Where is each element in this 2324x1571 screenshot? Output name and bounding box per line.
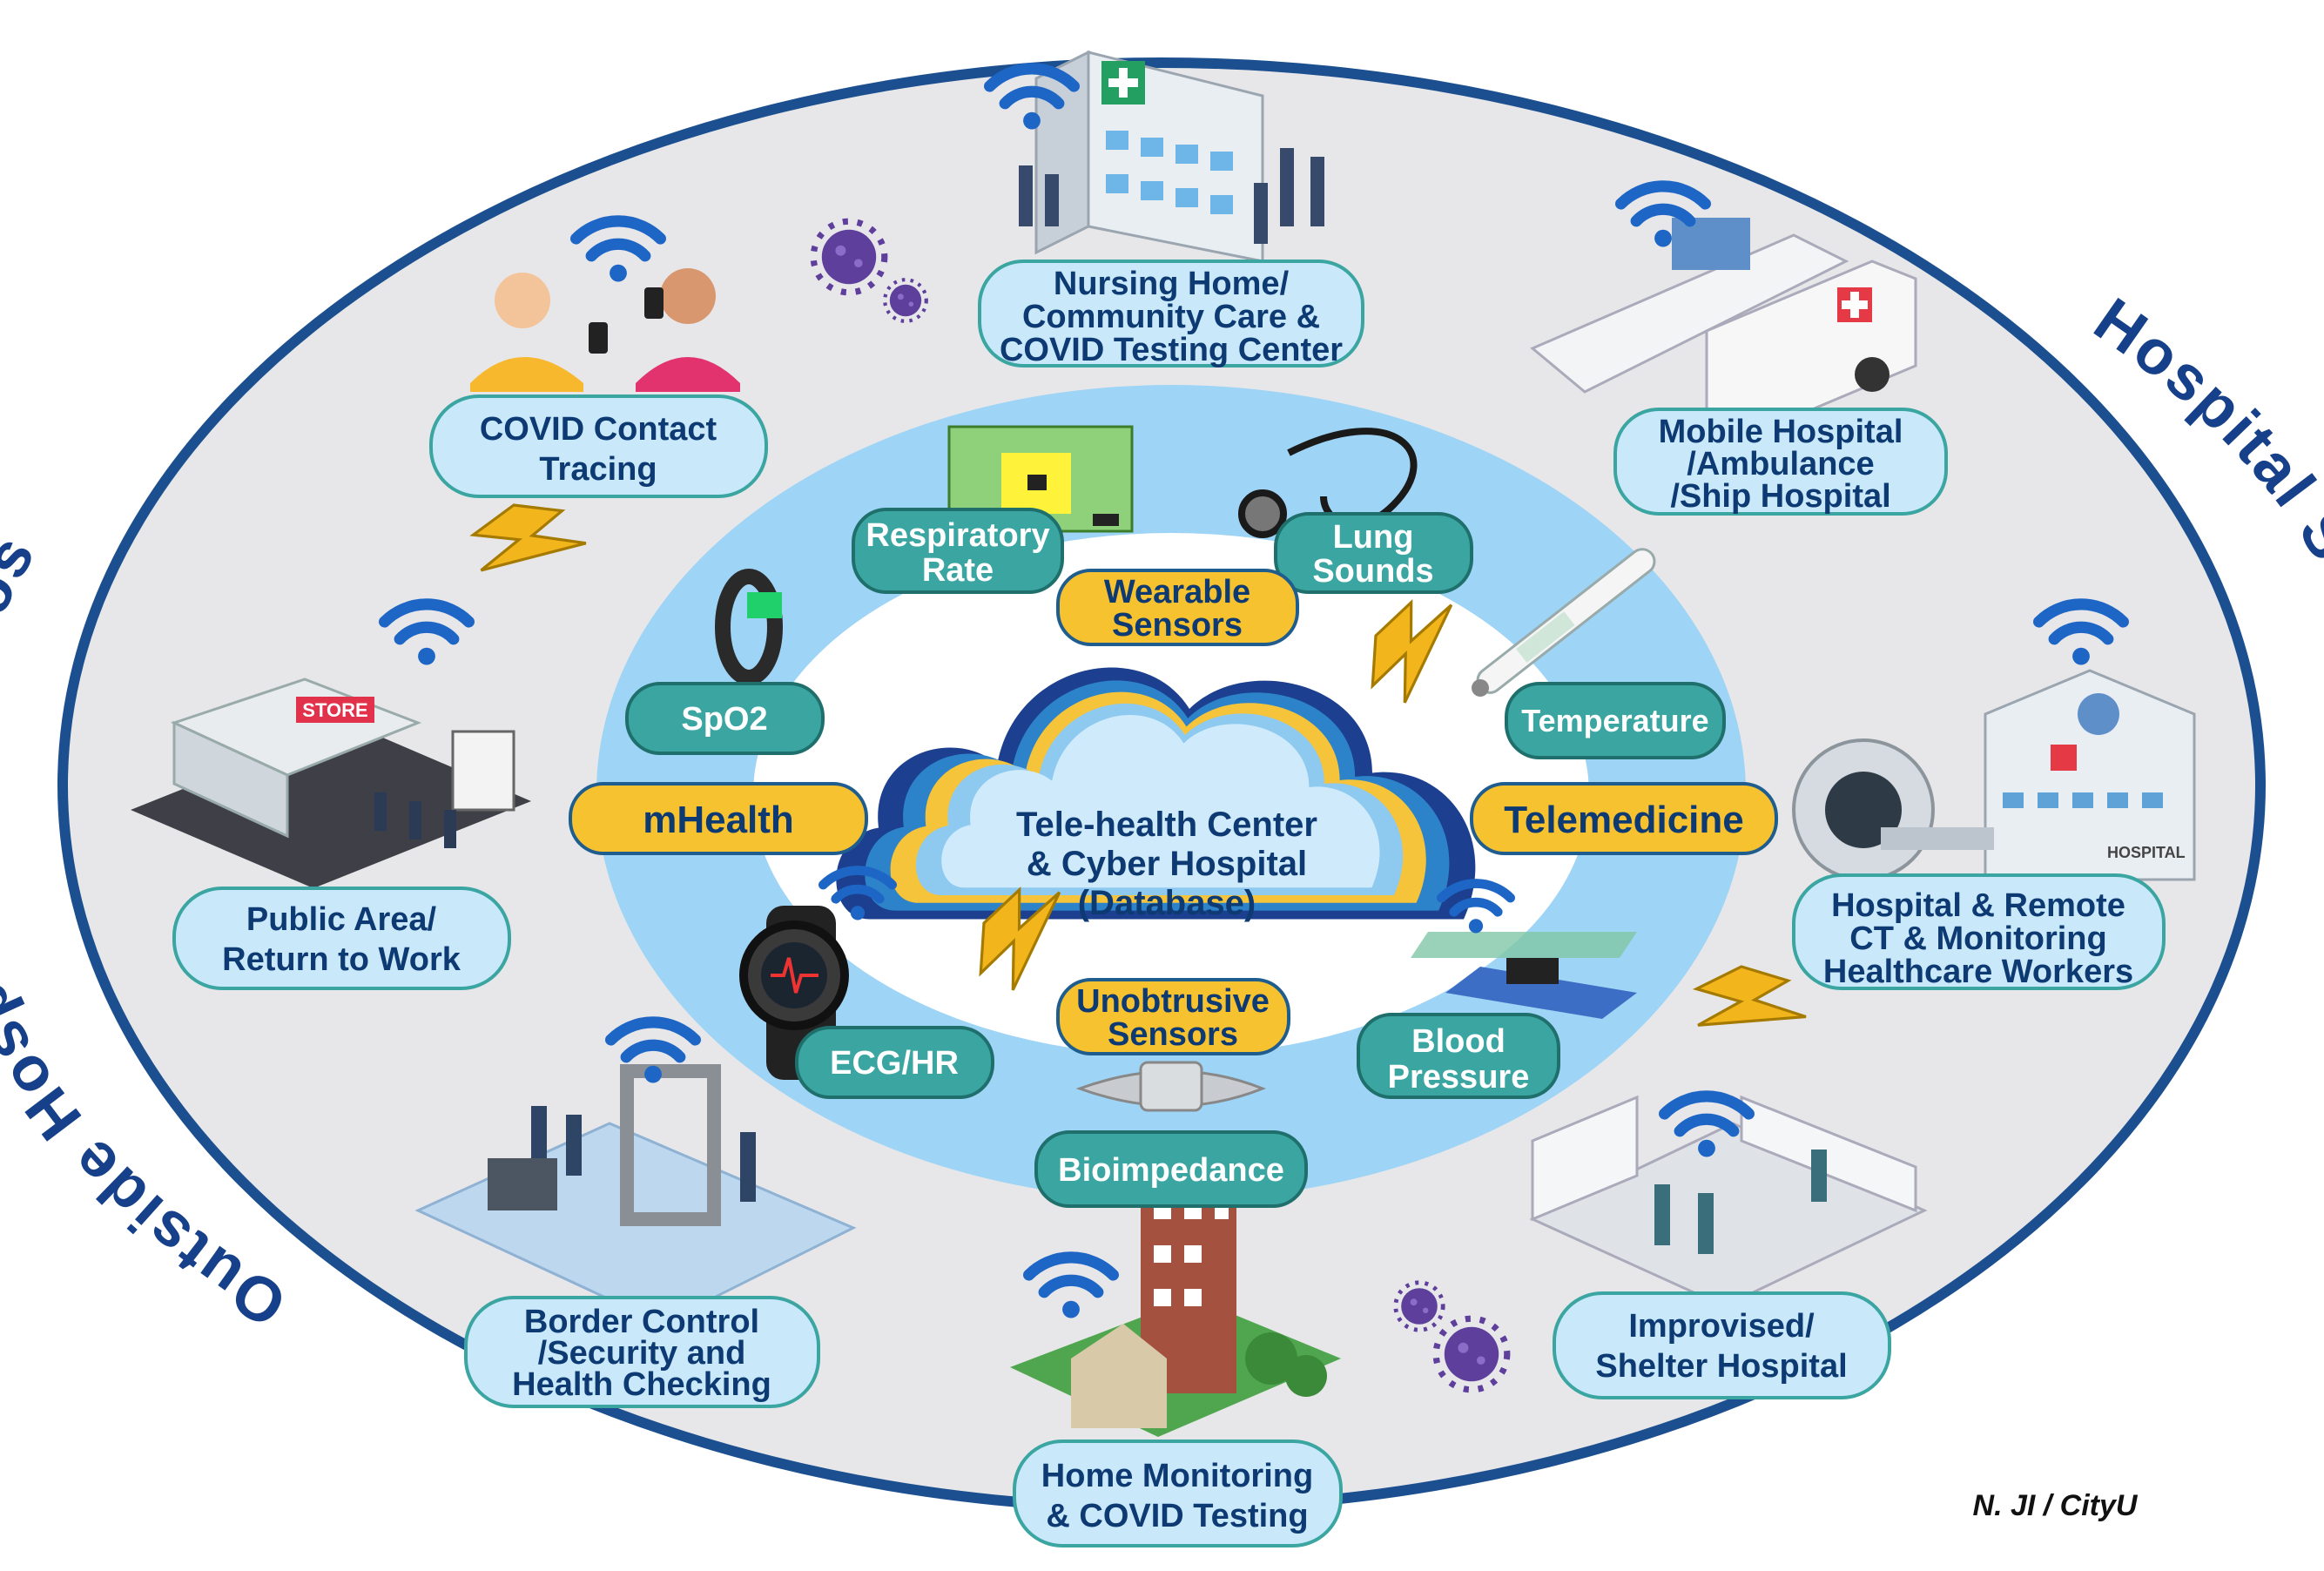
- unobtrusive-line-1: Unobtrusive: [1076, 983, 1270, 1020]
- modality-mhealth: mHealth: [569, 782, 868, 855]
- public-area-image: STORE: [131, 678, 531, 888]
- scenario-public-area: Public Area/ Return to Work: [172, 887, 511, 990]
- modality-wearable-sensors: Wearable Sensors: [1056, 569, 1299, 646]
- mhealth-label: mHealth: [643, 799, 794, 841]
- scenario-home-monitoring: Home Monitoring & COVID Testing: [1013, 1440, 1343, 1547]
- scenario-contact-tracing: COVID Contact Tracing: [429, 394, 768, 498]
- sensor-respiratory-rate: Respiratory Rate: [852, 508, 1064, 594]
- scenario-nursing-line-2: Community Care &: [1022, 299, 1320, 335]
- sensor-lung-line-2: Sounds: [1312, 553, 1433, 590]
- sensor-lung-line-1: Lung: [1333, 519, 1414, 556]
- hospital-sign: HOSPITAL: [2107, 844, 2186, 861]
- sensor-temperature-label: Temperature: [1521, 703, 1708, 738]
- cloud-line-1: Tele-health Center: [1016, 806, 1317, 844]
- scenario-contact-line-2: Tracing: [539, 451, 657, 488]
- home-monitoring-image: [1010, 1184, 1341, 1437]
- scenario-border-line-3: Health Checking: [512, 1366, 771, 1403]
- contact-tracing-image: [470, 268, 740, 392]
- sensor-lung-sounds: Lung Sounds: [1274, 512, 1473, 594]
- scenario-remote-line-1: Hospital & Remote: [1831, 887, 2125, 924]
- sensor-ecg-hr: ECG/HR: [795, 1026, 994, 1099]
- sensor-bioimpedance-label: Bioimpedance: [1058, 1152, 1284, 1189]
- improvised-hospital-image: [1529, 1095, 1928, 1308]
- border-control-image: [414, 1064, 857, 1325]
- scenario-nursing-home: Nursing Home/ Community Care & COVID Tes…: [978, 260, 1364, 368]
- hospital-ct-image: HOSPITAL: [1792, 669, 2196, 881]
- scenario-remote-ct: Hospital & Remote CT & Monitoring Health…: [1792, 873, 2166, 990]
- scenario-home-line-2: & COVID Testing: [1046, 1498, 1308, 1534]
- scenario-border-control: Border Control /Security and Health Chec…: [464, 1296, 820, 1408]
- scenario-mobile-line-3: /Ship Hospital: [1670, 478, 1890, 515]
- bioimpedance-device-image: [1075, 1061, 1267, 1112]
- scenario-improvised-line-1: Improvised/: [1628, 1308, 1815, 1345]
- sensor-ecg-label: ECG/HR: [830, 1045, 959, 1082]
- scenario-mobile-line-1: Mobile Hospital: [1659, 414, 1903, 450]
- scenario-remote-line-2: CT & Monitoring: [1849, 920, 2106, 957]
- scenario-public-line-2: Return to Work: [222, 941, 461, 978]
- thermometer-image: [1472, 548, 1656, 697]
- modality-unobtrusive-sensors: Unobtrusive Sensors: [1056, 978, 1290, 1055]
- sensor-blood-line-1: Blood: [1411, 1023, 1506, 1060]
- scenario-public-line-1: Public Area/: [246, 901, 437, 938]
- cloud-database: Tele-health Center & Cyber Hospital (Dat…: [836, 667, 1476, 922]
- scenario-border-line-1: Border Control: [524, 1304, 759, 1340]
- sensor-spo2: SpO2: [625, 682, 825, 755]
- telemedicine-label: Telemedicine: [1504, 799, 1744, 841]
- sensor-spo2-label: SpO2: [681, 701, 767, 738]
- scenario-mobile-hospital: Mobile Hospital /Ambulance /Ship Hospita…: [1613, 408, 1948, 516]
- scenario-improvised-hospital: Improvised/ Shelter Hospital: [1553, 1291, 1891, 1399]
- sensor-respiratory-line-1: Respiratory: [866, 517, 1049, 554]
- sensor-blood-line-2: Pressure: [1388, 1059, 1530, 1096]
- unobtrusive-line-2: Sensors: [1108, 1016, 1238, 1053]
- scenario-contact-line-1: COVID Contact: [480, 411, 717, 448]
- wearable-line-1: Wearable: [1104, 574, 1250, 610]
- modality-telemedicine: Telemedicine: [1470, 782, 1778, 855]
- scenario-home-line-1: Home Monitoring: [1041, 1458, 1313, 1494]
- scenario-improvised-line-2: Shelter Hospital: [1595, 1348, 1847, 1385]
- scenario-remote-line-3: Healthcare Workers: [1823, 954, 2133, 990]
- scenario-mobile-line-2: /Ambulance: [1687, 446, 1874, 482]
- sensor-temperature: Temperature: [1505, 682, 1726, 759]
- wearable-line-2: Sensors: [1112, 607, 1243, 644]
- author-signature: N. JI / CityU: [1973, 1489, 2139, 1522]
- sensor-bioimpedance: Bioimpedance: [1034, 1130, 1308, 1208]
- scenario-nursing-line-3: COVID Testing Center: [1000, 332, 1343, 368]
- scenario-border-line-2: /Security and: [538, 1335, 746, 1372]
- cloud-line-3: (Database): [1078, 884, 1256, 922]
- scenario-nursing-line-1: Nursing Home/: [1054, 266, 1290, 302]
- blood-pressure-sensor-image: [1411, 932, 1637, 1019]
- store-sign: STORE: [302, 699, 367, 721]
- sensor-blood-pressure: Blood Pressure: [1357, 1013, 1560, 1099]
- sensor-respiratory-line-2: Rate: [922, 552, 994, 589]
- cloud-line-2: & Cyber Hospital: [1027, 845, 1307, 883]
- smart-ring-image: [715, 569, 783, 685]
